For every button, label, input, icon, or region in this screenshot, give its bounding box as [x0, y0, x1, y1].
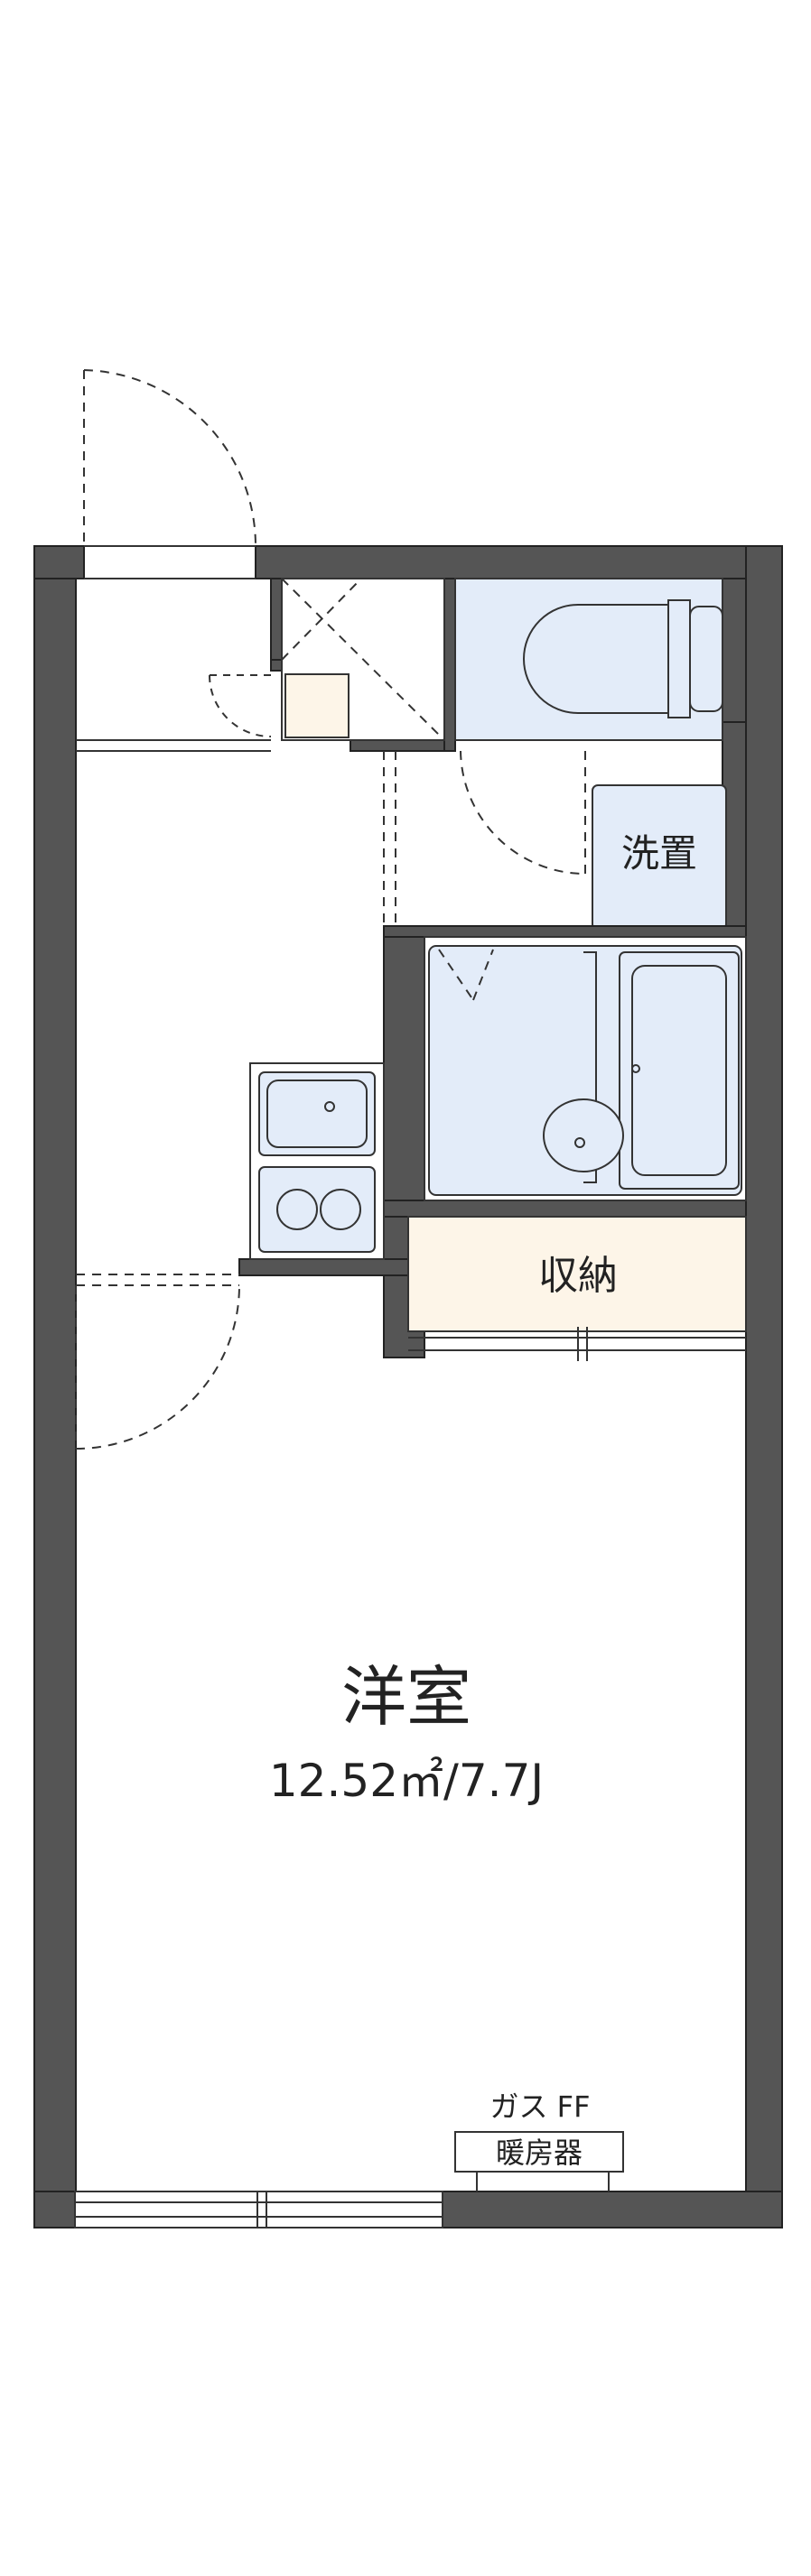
- entry-door[interactable]: [83, 369, 256, 547]
- bath-wall-bottom: [383, 1200, 747, 1218]
- bottom-window[interactable]: [74, 2191, 443, 2229]
- kitchen-wall-bottom: [238, 1258, 425, 1276]
- room-door[interactable]: [75, 1274, 240, 1450]
- gas-stove: [258, 1166, 376, 1253]
- toilet-wall-left: [443, 578, 456, 752]
- washer-label: 洗置: [621, 831, 697, 876]
- bathtub: [619, 951, 740, 1190]
- genkan-closet-door[interactable]: [209, 674, 272, 737]
- bottom-right-wall: [442, 2191, 783, 2229]
- storage-label: 収納: [538, 1253, 618, 1299]
- right-wall: [745, 545, 783, 2229]
- western-room-area: 12.52㎡/7.7J: [269, 1755, 544, 1807]
- heater-label: 暖房器: [496, 2136, 583, 2170]
- top-left-wall: [33, 545, 85, 579]
- kitchen-sink: [258, 1071, 376, 1156]
- top-right-wall: [255, 545, 783, 579]
- toilet-wall-bottom-left: [350, 739, 455, 752]
- heater-unit: [454, 2131, 624, 2173]
- corridor-rails: [383, 751, 396, 934]
- shoe-wall-left: [270, 578, 283, 661]
- toilet-door[interactable]: [460, 750, 586, 875]
- shoe-cabinet: [284, 673, 350, 738]
- toilet-icon: [523, 599, 723, 718]
- left-wall: [33, 545, 77, 2229]
- washbasin: [543, 951, 624, 1183]
- entry-threshold: [84, 545, 256, 579]
- bath-wall-top: [383, 925, 747, 938]
- heater-legs: [476, 2172, 610, 2191]
- heater-type-label: ガス FF: [490, 2090, 591, 2124]
- bath-door[interactable]: [438, 949, 494, 1001]
- western-room-label: 洋室: [341, 1659, 471, 1735]
- bottom-left-wall: [33, 2191, 76, 2229]
- storage-sliding-doors[interactable]: [408, 1327, 746, 1361]
- storage-closet: [407, 1216, 747, 1332]
- bath-walls: [238, 925, 747, 1358]
- outer-walls: [33, 545, 783, 2229]
- genkan-step: [76, 739, 271, 752]
